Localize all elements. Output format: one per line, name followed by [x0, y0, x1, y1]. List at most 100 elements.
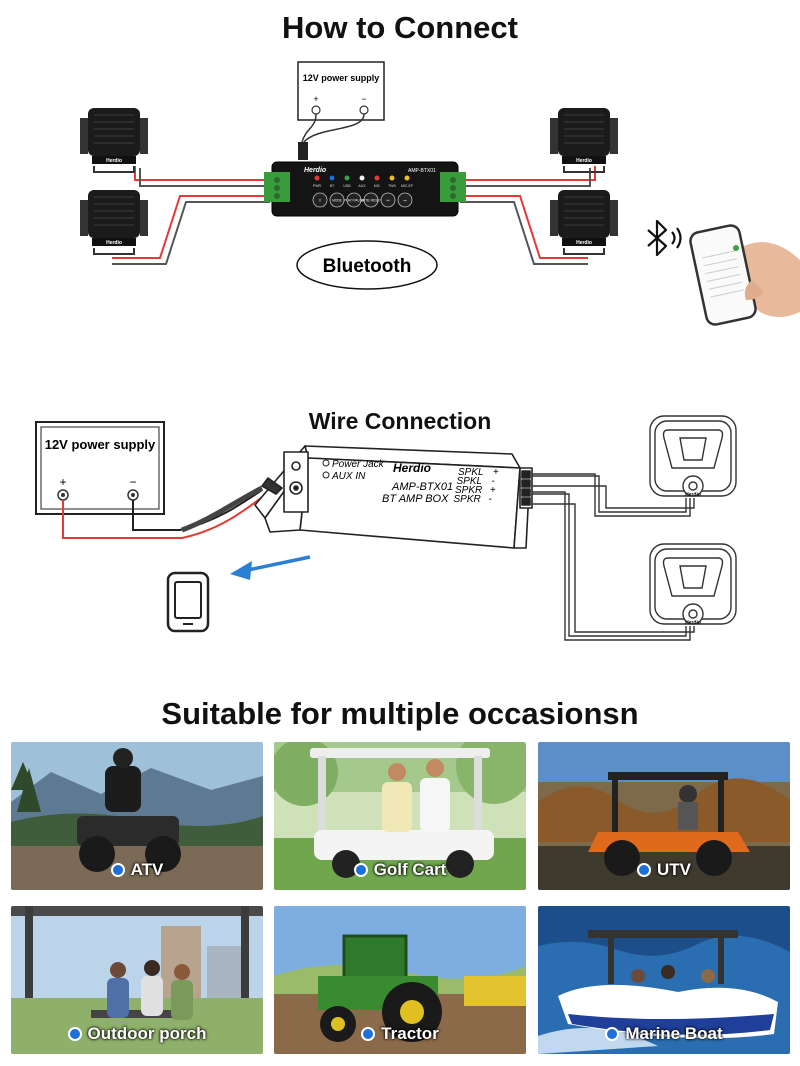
box-brand: Herdio — [393, 461, 431, 475]
occasion-label-marine-boat: Marine Boat — [538, 1024, 790, 1044]
amp-model: AMP-BTX01 — [408, 168, 436, 174]
occasion-label-tractor: Tractor — [274, 1024, 526, 1044]
amp-brand: Herdio — [304, 167, 327, 174]
speaker-brand-label: Herdio — [576, 240, 592, 246]
bluetooth-oval: Bluetooth — [296, 240, 438, 290]
bluetooth-icon — [647, 219, 682, 257]
amp-button-label: MODE — [332, 199, 342, 203]
bullet-icon — [110, 862, 125, 877]
led-indicator — [314, 175, 320, 181]
occasion-atv: ATV — [11, 742, 263, 890]
bluetooth-label: Bluetooth — [323, 256, 412, 277]
power-supply-box: 12V power supply + − — [297, 61, 385, 160]
line-art-speaker: Herdio — [649, 543, 737, 626]
phone-outline-icon — [166, 571, 210, 633]
cube-speaker: Herdio — [80, 108, 148, 173]
speaker-wires-2 — [532, 473, 695, 641]
terminal-sign: + — [490, 485, 496, 496]
aux-in-label: AUX IN — [331, 471, 366, 482]
bullet-icon — [361, 1026, 376, 1041]
amp-button-label: ⏭ — [404, 199, 407, 203]
led-indicator — [404, 175, 410, 181]
led-label: BT — [330, 184, 335, 188]
cube-speaker: Herdio — [550, 108, 618, 173]
amp-button-label: MUTE/ RESET — [360, 199, 381, 203]
power-minus: − — [361, 94, 366, 104]
led-indicator — [374, 175, 380, 181]
utv-scene — [538, 742, 790, 890]
speaker-brand-label: Herdio — [106, 158, 122, 164]
amp-control-button — [346, 192, 362, 208]
power-jack-label: Power Jack — [332, 459, 385, 470]
led-label: MIC-EF — [401, 184, 413, 188]
outdoor-porch-scene — [11, 906, 263, 1054]
led-indicator — [359, 175, 365, 181]
connection-diagram: 12V power supply + − Herdio AMP-BTX01 PW… — [35, 61, 800, 641]
led-label: MIC — [374, 184, 381, 188]
occasion-golf-cart: Golf Cart — [274, 742, 526, 890]
atv-scene — [11, 742, 263, 890]
terminal-sign: - — [492, 476, 495, 487]
terminal-label: SPKL — [457, 476, 483, 487]
speaker-brand-label: Herdio — [685, 620, 701, 626]
tractor-scene — [274, 906, 526, 1054]
speaker-brand-label: Herdio — [685, 492, 701, 498]
bullet-icon — [353, 862, 368, 877]
led-indicator — [344, 175, 350, 181]
amp-control-button — [380, 192, 396, 208]
bt-amp-box-3d — [254, 445, 533, 549]
terminal-label: SPKR — [455, 485, 482, 496]
led-label: AUX — [358, 184, 366, 188]
bullet-icon — [605, 1026, 620, 1041]
speaker-brand-label: Herdio — [576, 158, 592, 164]
how-to-connect-title: How to Connect — [282, 10, 518, 45]
power-wires-2 — [62, 485, 266, 539]
occasion-marine-boat: Marine Boat — [538, 906, 790, 1054]
power-supply-label: 12V power supply — [303, 73, 380, 83]
bullet-icon — [637, 862, 651, 877]
occasion-tractor: Tractor — [274, 906, 526, 1054]
speaker-wires — [112, 166, 596, 265]
power-minus-2: − — [129, 475, 136, 489]
amp-box-labels: Power Jack AUX IN Herdio AMP-BTX01 BT AM… — [322, 459, 500, 505]
cube-speaker: Herdio — [80, 190, 148, 255]
occasion-label-golf-cart: Golf Cart — [274, 860, 526, 880]
occasions-title: Suitable for multiple occasionsn — [161, 696, 639, 731]
power-supply-label-2: 12V power supply — [45, 437, 156, 452]
occasion-label-atv: ATV — [11, 860, 263, 880]
wire-connection-title: Wire Connection — [308, 408, 492, 434]
marine-boat-scene — [538, 906, 790, 1054]
led-label: TWS — [388, 184, 396, 188]
occasion-label-utv: UTV — [538, 860, 790, 880]
hand-with-phone — [689, 224, 800, 326]
amp-control-button — [312, 192, 328, 208]
box-model: AMP-BTX01 — [391, 481, 453, 493]
led-label: PWR — [313, 184, 322, 188]
terminal-label: SPKR — [454, 494, 481, 505]
amp-button-label: X — [319, 199, 322, 203]
led-indicator — [389, 175, 395, 181]
power-plus-2: + — [59, 475, 66, 489]
occasion-label-outdoor-porch: Outdoor porch — [11, 1024, 263, 1044]
box-label: BT AMP BOX — [382, 493, 449, 505]
bullet-icon — [67, 1026, 82, 1041]
terminal-sign: + — [493, 467, 499, 478]
golf-cart-scene — [274, 742, 526, 890]
cube-speaker: Herdio — [550, 190, 618, 255]
speaker-brand-label: Herdio — [106, 240, 122, 246]
amp-control-button — [329, 192, 345, 208]
amp-control-button — [397, 192, 413, 208]
occasion-outdoor-porch: Outdoor porch — [11, 906, 263, 1054]
terminal-label: SPKL — [458, 467, 484, 478]
power-supply-box-2: 12V power supply + − — [35, 421, 165, 515]
bluetooth-arrow — [230, 555, 311, 580]
terminal-sign: - — [489, 494, 492, 505]
power-plus: + — [313, 94, 318, 104]
amp-control-button — [363, 192, 379, 208]
occasion-utv: UTV — [538, 742, 790, 890]
terminal-labels: SPKL+SPKL-SPKR+SPKR- — [454, 467, 500, 505]
